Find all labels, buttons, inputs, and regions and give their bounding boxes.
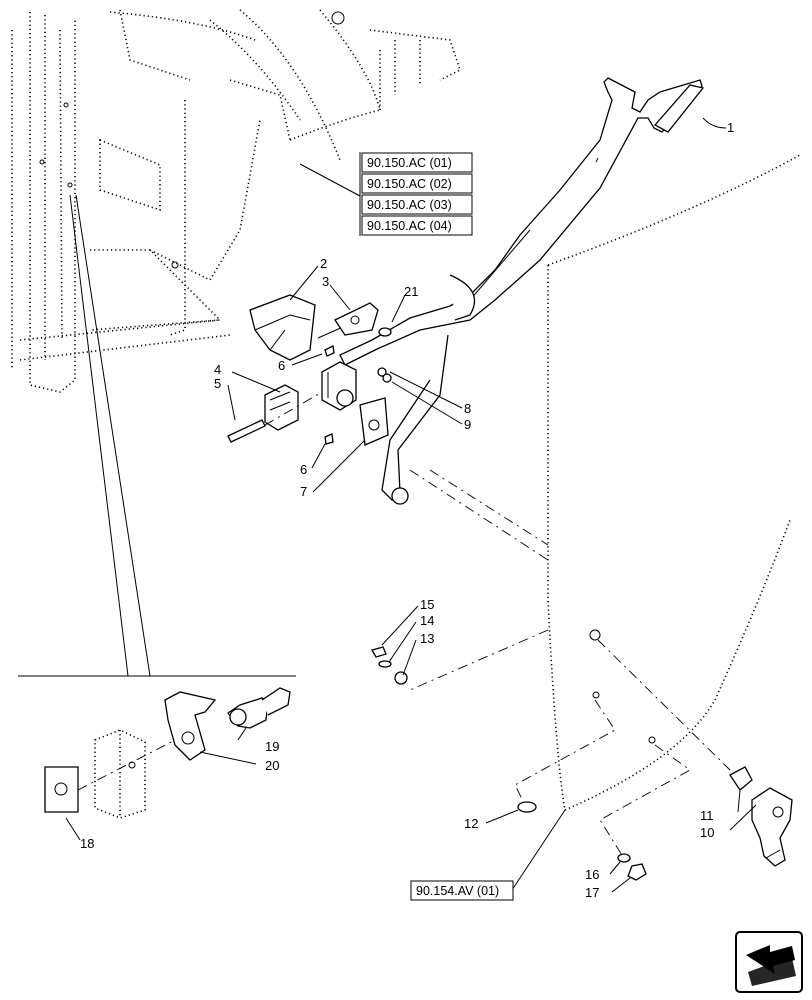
ref-ac01: 90.150.AC (01)	[367, 156, 452, 170]
part-15-screw	[371, 646, 387, 658]
callout-5: 5	[214, 376, 221, 391]
callout-6-top: 6	[278, 358, 285, 373]
ref-box-ac01[interactable]	[361, 152, 473, 173]
callout-1: 1	[727, 120, 734, 135]
callout-2: 2	[320, 256, 327, 271]
callout-21: 21	[404, 284, 418, 299]
part-14-washer	[378, 660, 392, 668]
callout-10: 10	[700, 825, 714, 840]
callout-4: 4	[214, 362, 221, 377]
ref-box-ac02[interactable]	[361, 173, 473, 194]
part-10-handle	[751, 787, 793, 867]
callout-11: 11	[700, 808, 714, 823]
part-5-screw	[227, 419, 266, 443]
callout-13: 13	[420, 631, 434, 646]
part-19-bolt	[227, 687, 291, 729]
part-7-plate	[359, 397, 389, 446]
callout-18: 18	[80, 836, 94, 851]
callout-6-bottom: 6	[300, 462, 307, 477]
part-21-washer	[378, 327, 392, 337]
handrail	[339, 77, 703, 505]
part-20-clamp	[164, 691, 217, 761]
callout-16: 16	[585, 867, 599, 882]
part-9-nut	[382, 373, 392, 383]
part-8-washer	[377, 367, 387, 377]
part-13-grommet	[394, 671, 408, 685]
callout-14: 14	[420, 613, 434, 628]
ref-box-ac03[interactable]	[361, 194, 473, 215]
callout-7: 7	[300, 484, 307, 499]
ref-ac04: 90.150.AC (04)	[367, 219, 452, 233]
arrow-navigation-icon[interactable]	[735, 931, 803, 993]
latch-body	[321, 361, 357, 411]
part-3-latch	[317, 302, 379, 339]
callout-15: 15	[420, 597, 434, 612]
part-4-block	[264, 384, 299, 431]
callout-12: 12	[464, 816, 478, 831]
part-11-bushing	[729, 766, 753, 791]
bracket-dotted	[94, 729, 146, 819]
reference-group-90-150-ac: 90.150.AC (01) 90.150.AC (02) 90.150.AC …	[359, 152, 473, 236]
callout-numbers: 1 2 3 21 6 4 5 8 9 6 7 15 14 13 19 20 11…	[80, 120, 734, 900]
ref-box-ac04[interactable]	[361, 215, 473, 236]
callout-8: 8	[464, 401, 471, 416]
part-18-pad	[44, 766, 79, 813]
callout-3: 3	[322, 274, 329, 289]
window-glass	[547, 154, 801, 811]
part-17-knob	[627, 863, 647, 881]
part-12-pad	[517, 801, 537, 813]
reference-group-90-154-av: 90.154.AV (01)	[410, 880, 514, 901]
ref-ac02: 90.150.AC (02)	[367, 177, 452, 191]
leader-lines	[65, 117, 757, 893]
ref-av01: 90.154.AV (01)	[416, 884, 499, 898]
callout-17: 17	[585, 885, 599, 900]
ref-box-av01[interactable]	[410, 880, 514, 901]
cab-frame	[11, 9, 461, 393]
part-6-screw-top	[324, 345, 335, 357]
callout-20: 20	[265, 758, 279, 773]
part-2-bracket	[249, 294, 316, 361]
ref-ac03: 90.150.AC (03)	[367, 198, 452, 212]
mount-plate	[653, 84, 705, 133]
callout-19: 19	[265, 739, 279, 754]
part-6-screw-bottom	[324, 433, 334, 445]
part-16-washer	[617, 853, 631, 863]
callout-9: 9	[464, 417, 471, 432]
